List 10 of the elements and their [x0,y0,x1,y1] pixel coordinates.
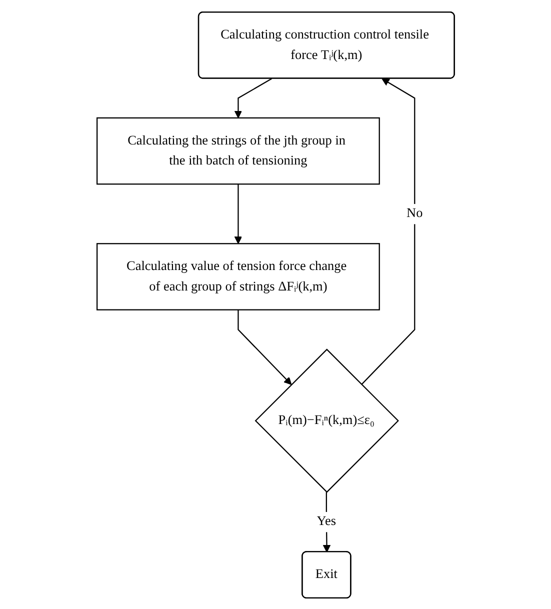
arrow [360,78,416,384]
edge-label: No [406,206,423,220]
arrow [234,78,272,118]
edge-label: Yes [316,514,336,528]
node-box: Calculating the strings of the jth group in the ith batch of tensioning [96,116,380,184]
arrow [322,492,330,552]
node-box: Calculating value of tension force change of each group of strings ΔFᵢʲ(k,m) [96,242,380,310]
node-diamond: Pᵢ(m)−Fᵢⁿ(k,m)≤ε₀ [254,348,399,492]
arrow [237,309,292,384]
arrow [234,184,242,244]
